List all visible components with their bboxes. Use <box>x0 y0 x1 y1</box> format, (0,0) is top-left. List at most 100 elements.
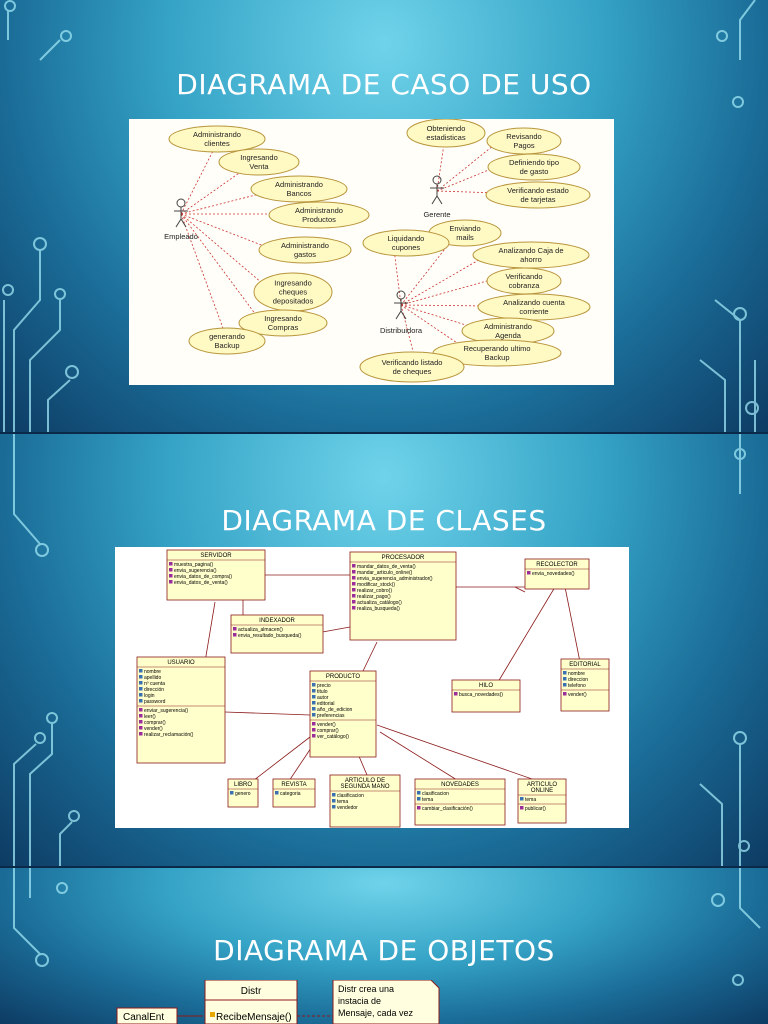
use-case-label-empleado: Backup <box>214 341 239 350</box>
class-attribute: preferencias <box>317 713 345 719</box>
class-name: SEGUNDA MANO <box>340 784 389 790</box>
class-attribute: titulo <box>317 689 328 695</box>
slide-title: DIAGRAMA DE CASO DE USO <box>176 68 592 101</box>
object-diagram: CanalEnt Distr RecibeMensaje() Distr cre… <box>115 980 445 1024</box>
class-attribute: clasificacion <box>337 793 364 799</box>
object-note-line: Mensaje, cada vez <box>338 1008 414 1018</box>
actor-label: Empleado <box>164 232 198 241</box>
class-attribute: nº cuenta <box>144 681 165 687</box>
class-operation: envia_sugerencia() <box>174 568 217 574</box>
class-operation: busca_novedades() <box>459 692 503 698</box>
class-attribute: clasificacion <box>422 791 449 797</box>
class-name: RECOLECTOR <box>536 562 578 568</box>
object-distr: Distr <box>241 986 262 997</box>
class-box: INDEXADORactualiza_almacen()envia_result… <box>230 614 324 654</box>
class-box: LIBRO genero <box>227 778 259 808</box>
class-attribute: login <box>144 693 155 699</box>
class-attribute: password <box>144 699 166 705</box>
class-name: REVISTA <box>281 782 306 788</box>
use-case-label-empleado: clientes <box>204 139 230 148</box>
use-case-label-distribuidora: Backup <box>484 353 509 362</box>
class-name: LIBRO <box>234 782 252 788</box>
use-case-label-distribuidora: ahorro <box>520 255 542 264</box>
class-operation: modificar_stock() <box>357 582 395 588</box>
class-operation: comprar() <box>144 720 166 726</box>
class-attribute: genero <box>235 791 251 797</box>
class-operation: mandar_articulo_online() <box>357 570 413 576</box>
class-attribute: nombre <box>568 671 585 677</box>
class-operation: realizar_reclamación() <box>144 732 194 738</box>
use-case-label-gerente: Definiendo tipo <box>509 158 559 167</box>
object-note-line: Distr crea una <box>338 984 394 994</box>
use-case-label-distribuidora: Administrando <box>484 322 532 331</box>
class-attribute: direccion <box>568 677 588 683</box>
class-box: SERVIDORmuestra_pagina()envia_sugerencia… <box>166 549 266 601</box>
use-case-label-distribuidora: corriente <box>519 307 548 316</box>
class-operation: vender() <box>317 722 336 728</box>
use-case-label-gerente: Obteniendo <box>427 124 466 133</box>
use-case-label-gerente: de tarjetas <box>520 195 555 204</box>
use-case-label-empleado: Bancos <box>286 189 311 198</box>
class-attribute: precio <box>317 683 331 689</box>
class-name: SERVIDOR <box>200 553 232 559</box>
class-operation: cambiar_clasificación() <box>422 806 473 812</box>
use-case-label-empleado: Administrando <box>295 206 343 215</box>
class-operation: mandar_datos_de_venta() <box>357 564 416 570</box>
class-attribute: tema <box>337 799 348 805</box>
use-case-label-distribuidora: Recuperando ultimo <box>463 344 530 353</box>
use-case-label-distribuidora: Liquidando <box>388 234 425 243</box>
use-case-label-empleado: Ingresando <box>274 279 312 288</box>
actor-label: Distribuidora <box>380 326 423 335</box>
object-note-line: instacia de <box>338 996 381 1006</box>
class-operation: envia_datos_de_venta() <box>174 580 228 586</box>
class-box: PRODUCTOpreciotituloautoreditorialaño_de… <box>309 670 377 758</box>
class-name: ARTICULO DE <box>345 778 385 784</box>
use-case-label-distribuidora: cupones <box>392 243 421 252</box>
class-box: HILO busca_novedades() <box>451 679 521 713</box>
class-name: USUARIO <box>167 660 195 666</box>
use-case-label-distribuidora: Verificando <box>505 272 542 281</box>
use-case-label-gerente: de gasto <box>520 167 549 176</box>
class-box: NOVEDADESclasificaciontemacambiar_clasif… <box>414 778 506 826</box>
use-case-label-gerente: Revisando <box>506 132 541 141</box>
use-case-label-distribuidora: de cheques <box>393 367 432 376</box>
use-case-label-empleado: Administrando <box>193 130 241 139</box>
class-attribute: vendedor <box>337 805 358 811</box>
class-operation: realiza_busqueda() <box>357 606 400 612</box>
use-case-label-empleado: gastos <box>294 250 316 259</box>
class-svg: SERVIDORmuestra_pagina()envia_sugerencia… <box>136 549 610 828</box>
circuit-decoration <box>13 434 750 866</box>
class-name: PRODUCTO <box>326 674 361 680</box>
class-name: HILO <box>479 683 493 689</box>
class-name: NOVEDADES <box>441 782 479 788</box>
use-case-label-gerente: Verificando estado <box>507 186 569 195</box>
use-case-label-distribuidora: Analizando cuenta <box>503 298 566 307</box>
slide-title: DIAGRAMA DE CLASES <box>221 504 547 537</box>
object-svg: CanalEnt Distr RecibeMensaje() Distr cre… <box>116 980 440 1024</box>
class-attribute: dirección <box>144 687 164 693</box>
use-case-label-distribuidora: Analizando Caja de <box>498 246 563 255</box>
class-name: ONLINE <box>531 788 553 794</box>
circuit-decoration <box>2 0 759 432</box>
slide-object-diagram: DIAGRAMA DE OBJETOS CanalEnt Distr Recib… <box>0 868 768 1024</box>
use-case-label-empleado: depositados <box>273 297 314 306</box>
class-attribute: autor <box>317 695 329 701</box>
class-operation: vender() <box>144 726 163 732</box>
class-operation: ver_catálogo() <box>317 734 349 740</box>
class-attribute: año_de_edicion <box>317 707 353 713</box>
use-case-label-empleado: Compras <box>268 323 299 332</box>
use-case-label-empleado: cheques <box>279 288 308 297</box>
slide-title: DIAGRAMA DE OBJETOS <box>213 934 555 967</box>
class-operation: realizar_cobro() <box>357 588 392 594</box>
class-operation: realizar_pago() <box>357 594 391 600</box>
use-case-label-distribuidora: Verificando listado <box>382 358 443 367</box>
class-name: EDITORIAL <box>569 662 601 668</box>
class-box: PROCESADORmandar_datos_de_venta()mandar_… <box>349 551 457 641</box>
object-canalent: CanalEnt <box>123 1012 164 1023</box>
